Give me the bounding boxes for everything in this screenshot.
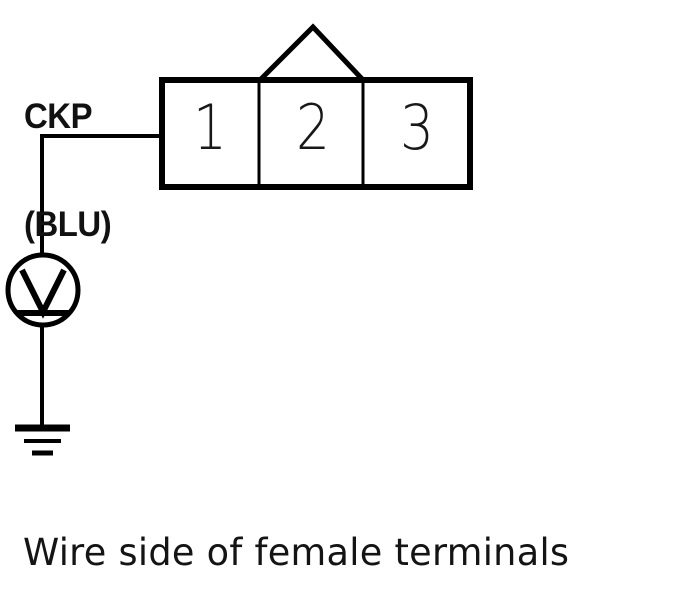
terminal-number-3: 3 [400,91,434,164]
circuit-label: CKP (BLU) [24,29,112,315]
connector-locking-tab-icon [257,23,366,83]
circuit-label-wire-color: (BLU) [24,205,112,244]
terminal-number-2: 2 [296,91,330,164]
circuit-label-signal: CKP [24,97,93,136]
terminal-number-1: 1 [193,91,227,164]
diagram-caption: Wire side of female terminals [23,531,570,574]
connector-body [159,77,473,190]
wire-ckp-blu [40,134,165,256]
